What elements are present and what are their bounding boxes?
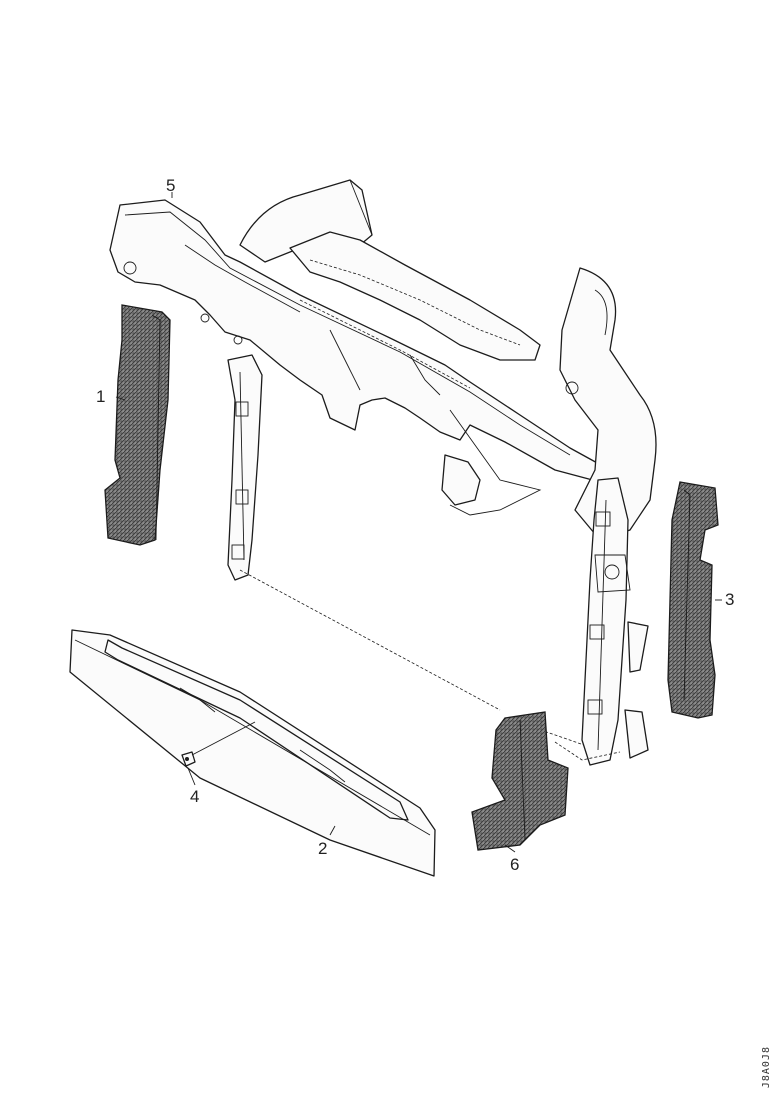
clip-fastener — [181, 721, 256, 767]
right-foam-seal — [667, 481, 719, 719]
upper-rear-arch — [239, 179, 657, 541]
leader-lines — [115, 192, 722, 853]
callout-3: 3 — [725, 590, 734, 609]
callout-6: 6 — [510, 855, 519, 874]
left-vertical-strut — [227, 354, 263, 581]
callout-labels: 1 2 3 4 5 6 — [96, 176, 734, 874]
right-vertical-strut — [581, 477, 649, 766]
callout-1: 1 — [96, 387, 105, 406]
callout-5: 5 — [166, 176, 175, 195]
drawing-reference-code: J8A0J8 — [761, 1046, 772, 1089]
lower-foam-seal — [471, 711, 569, 851]
callout-4: 4 — [190, 787, 199, 806]
upper-crossmember — [109, 199, 611, 516]
callout-2: 2 — [318, 839, 327, 858]
left-foam-seal — [104, 304, 171, 546]
lower-deflector-panel — [69, 629, 436, 877]
